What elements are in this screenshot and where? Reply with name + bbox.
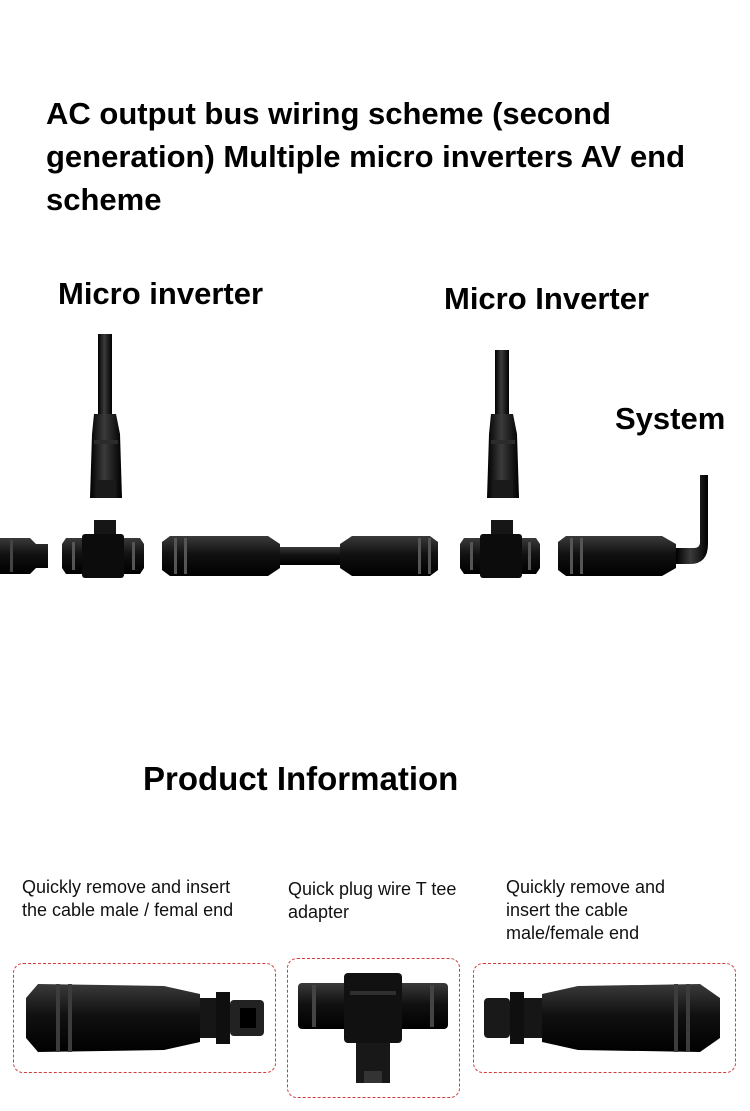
caption-male-female-end-right: Quickly remove and insert the cable male… — [506, 877, 666, 943]
caption-male-female-end-left: Quickly remove and insert the cable male… — [22, 877, 234, 920]
inverter-cable-right — [487, 350, 519, 498]
product-info-title: Product Information — [143, 760, 459, 797]
t-adapter-left — [62, 520, 144, 578]
label-system: System — [615, 401, 726, 436]
bus-cable-segment — [162, 536, 438, 576]
system-end-connector — [558, 475, 708, 576]
product-frame-male-female-left — [13, 963, 276, 1073]
page-title: AC output bus wiring scheme (second gene… — [46, 96, 686, 217]
t-adapter-image — [298, 973, 448, 1083]
wiring-diagram — [0, 334, 708, 578]
connector-partial-left — [0, 538, 48, 574]
product-frame-t-adapter — [287, 958, 460, 1098]
connector-image-left — [26, 984, 264, 1052]
inverter-cable-left — [90, 334, 122, 498]
label-micro-inverter-left: Micro inverter — [58, 276, 264, 311]
connector-image-right — [484, 984, 720, 1052]
label-micro-inverter-right: Micro Inverter — [444, 281, 650, 316]
t-adapter-right — [460, 520, 540, 578]
caption-t-tee-adapter: Quick plug wire T tee adapter — [288, 879, 457, 922]
product-frame-male-female-right — [473, 963, 736, 1073]
